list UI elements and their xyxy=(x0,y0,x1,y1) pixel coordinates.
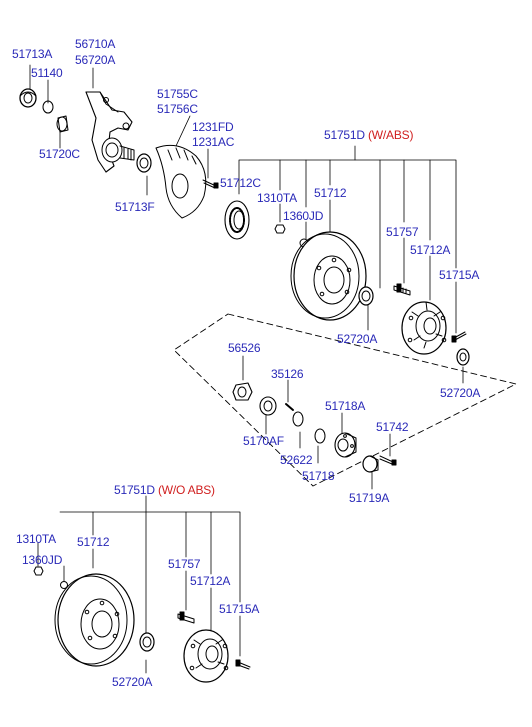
label-51755C: 51755C xyxy=(157,87,198,101)
assembly-variant-note: (W/ABS) xyxy=(367,128,414,142)
oil-seal-51713A xyxy=(19,88,37,108)
hub-bolt-51757-lower xyxy=(177,611,195,624)
label-51720C: 51720C xyxy=(39,147,80,161)
label-51719A: 51719A xyxy=(349,491,390,505)
free-wheel-hub-boundary xyxy=(173,313,517,487)
key-35126 xyxy=(285,403,294,411)
label-56710A: 56710A xyxy=(75,37,116,51)
label-51718: 51718 xyxy=(302,469,335,483)
wheel-stud-51715A-lower xyxy=(235,659,251,670)
label-51757-lower: 51757 xyxy=(168,557,201,571)
brake-disc-51712 xyxy=(290,231,367,321)
assembly-title-w-abs: 51751D (W/ABS) xyxy=(324,128,413,142)
label-56526: 56526 xyxy=(228,341,261,355)
bolt-1231FD xyxy=(202,179,219,189)
bolt-51742 xyxy=(379,455,397,466)
label-51715A-lower: 51715A xyxy=(219,602,260,616)
label-52720A-outer: 52720A xyxy=(440,386,481,400)
wheel-hub-51712A-lower xyxy=(183,629,229,683)
leader-lines-middle xyxy=(242,355,391,490)
label-52720A-lower: 52720A xyxy=(112,675,153,689)
label-51712C: 51712C xyxy=(220,176,261,190)
leader-lines-lower xyxy=(37,495,241,674)
label-52622: 52622 xyxy=(280,453,313,467)
label-51715A: 51715A xyxy=(439,268,480,282)
label-51712: 51712 xyxy=(314,186,347,200)
label-51756C: 51756C xyxy=(157,102,198,116)
label-51140: 51140 xyxy=(31,66,63,80)
snap-ring-51140 xyxy=(42,100,54,114)
hub-cap-51719A xyxy=(362,455,379,473)
brake-disc-51712-lower xyxy=(54,573,135,667)
dust-cover-51755C xyxy=(155,144,207,219)
label-1310TA: 1310TA xyxy=(257,191,297,205)
label-51718A: 51718A xyxy=(325,399,366,413)
snap-ring-52622 xyxy=(292,411,304,427)
label-5170AF: 5170AF xyxy=(243,434,284,448)
label-51712-lower: 51712 xyxy=(77,535,110,549)
label-1360JD: 1360JD xyxy=(283,209,324,223)
wheel-stud-51715A xyxy=(451,331,467,343)
bearing-51720C xyxy=(56,115,69,133)
label-51712A: 51712A xyxy=(410,243,451,257)
label-1231AC: 1231AC xyxy=(192,135,235,149)
label-1360JD-lower: 1360JD xyxy=(22,553,63,567)
label-52720A-upper: 52720A xyxy=(337,332,378,346)
label-51742: 51742 xyxy=(376,420,409,434)
label-1310TA-lower: 1310TA xyxy=(16,532,56,546)
hub-bolt-51757 xyxy=(393,283,411,296)
label-51757: 51757 xyxy=(386,225,419,239)
assembly-part-number-lower: 51751D xyxy=(114,483,155,497)
washer-1360JD-lower xyxy=(60,581,68,589)
label-1231FD: 1231FD xyxy=(192,120,234,134)
lock-nut-56526 xyxy=(232,382,253,401)
washer-5170AF xyxy=(259,396,277,416)
wheel-hub-51712A xyxy=(401,301,447,355)
bearing-52720A-outer xyxy=(456,348,470,366)
assembly-title-wo-abs: 51751D (W/O ABS) xyxy=(114,483,215,497)
bearing-52720A-lower xyxy=(139,632,155,652)
assembly-part-number: 51751D xyxy=(324,128,365,142)
assembly-variant-note-lower: (W/O ABS) xyxy=(157,483,215,497)
label-51712A-lower: 51712A xyxy=(190,574,231,588)
snap-ring-51718 xyxy=(314,428,326,444)
bearing-52720A-upper xyxy=(358,286,374,306)
label-35126: 35126 xyxy=(271,367,304,381)
nut-1310TA-lower xyxy=(33,566,44,576)
label-51713F: 51713F xyxy=(115,200,155,214)
label-51713A: 51713A xyxy=(12,47,53,61)
oil-seal-51713F xyxy=(136,153,152,173)
tone-wheel-51712C xyxy=(224,200,250,240)
label-56720A: 56720A xyxy=(75,53,116,67)
steering-knuckle-56710A xyxy=(85,91,135,173)
leader-lines-upper xyxy=(29,64,464,384)
free-wheel-hub-51718A xyxy=(334,432,357,458)
nut-1310TA xyxy=(274,224,286,234)
